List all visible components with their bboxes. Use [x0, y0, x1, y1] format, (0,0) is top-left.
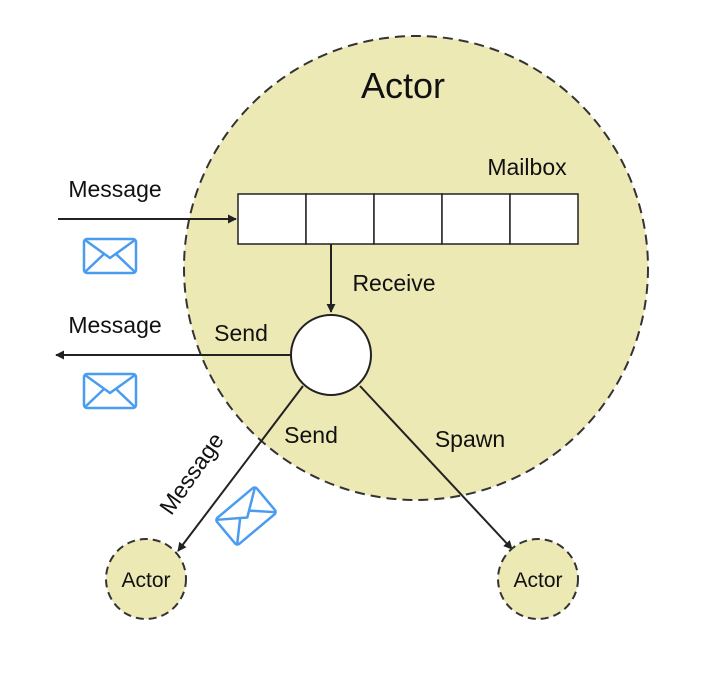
child-actor-label: Actor	[121, 569, 170, 592]
envelope-icon	[82, 372, 138, 410]
mailbox-slot	[373, 193, 443, 245]
receive-label: Receive	[352, 270, 435, 296]
envelope-icon	[82, 237, 138, 275]
envelope-icon	[213, 485, 279, 547]
child-actor-label: Actor	[513, 569, 562, 592]
outgoing-message-label: Message	[68, 312, 161, 338]
mailbox-slot	[305, 193, 375, 245]
mailbox-slot	[509, 193, 579, 245]
spawn-label: Spawn	[435, 426, 505, 452]
incoming-message-label: Message	[68, 176, 161, 202]
child-message-label: Message	[154, 428, 229, 519]
send-to-child-arrow	[177, 385, 304, 552]
mailbox-slot	[237, 193, 307, 245]
mailbox	[237, 193, 579, 245]
main-actor-label: Actor	[361, 65, 445, 106]
send-out-label: Send	[214, 320, 268, 346]
mailbox-label: Mailbox	[487, 154, 567, 180]
processing-node	[290, 314, 372, 396]
main-actor-circle	[183, 35, 649, 501]
mailbox-slot	[441, 193, 511, 245]
spawn-arrow	[359, 385, 513, 550]
child-actor: Actor	[105, 538, 187, 620]
send-to-child-label: Send	[284, 422, 338, 448]
child-actor-circle	[497, 538, 579, 620]
child-actor-circle	[105, 538, 187, 620]
child-actor: Actor	[497, 538, 579, 620]
